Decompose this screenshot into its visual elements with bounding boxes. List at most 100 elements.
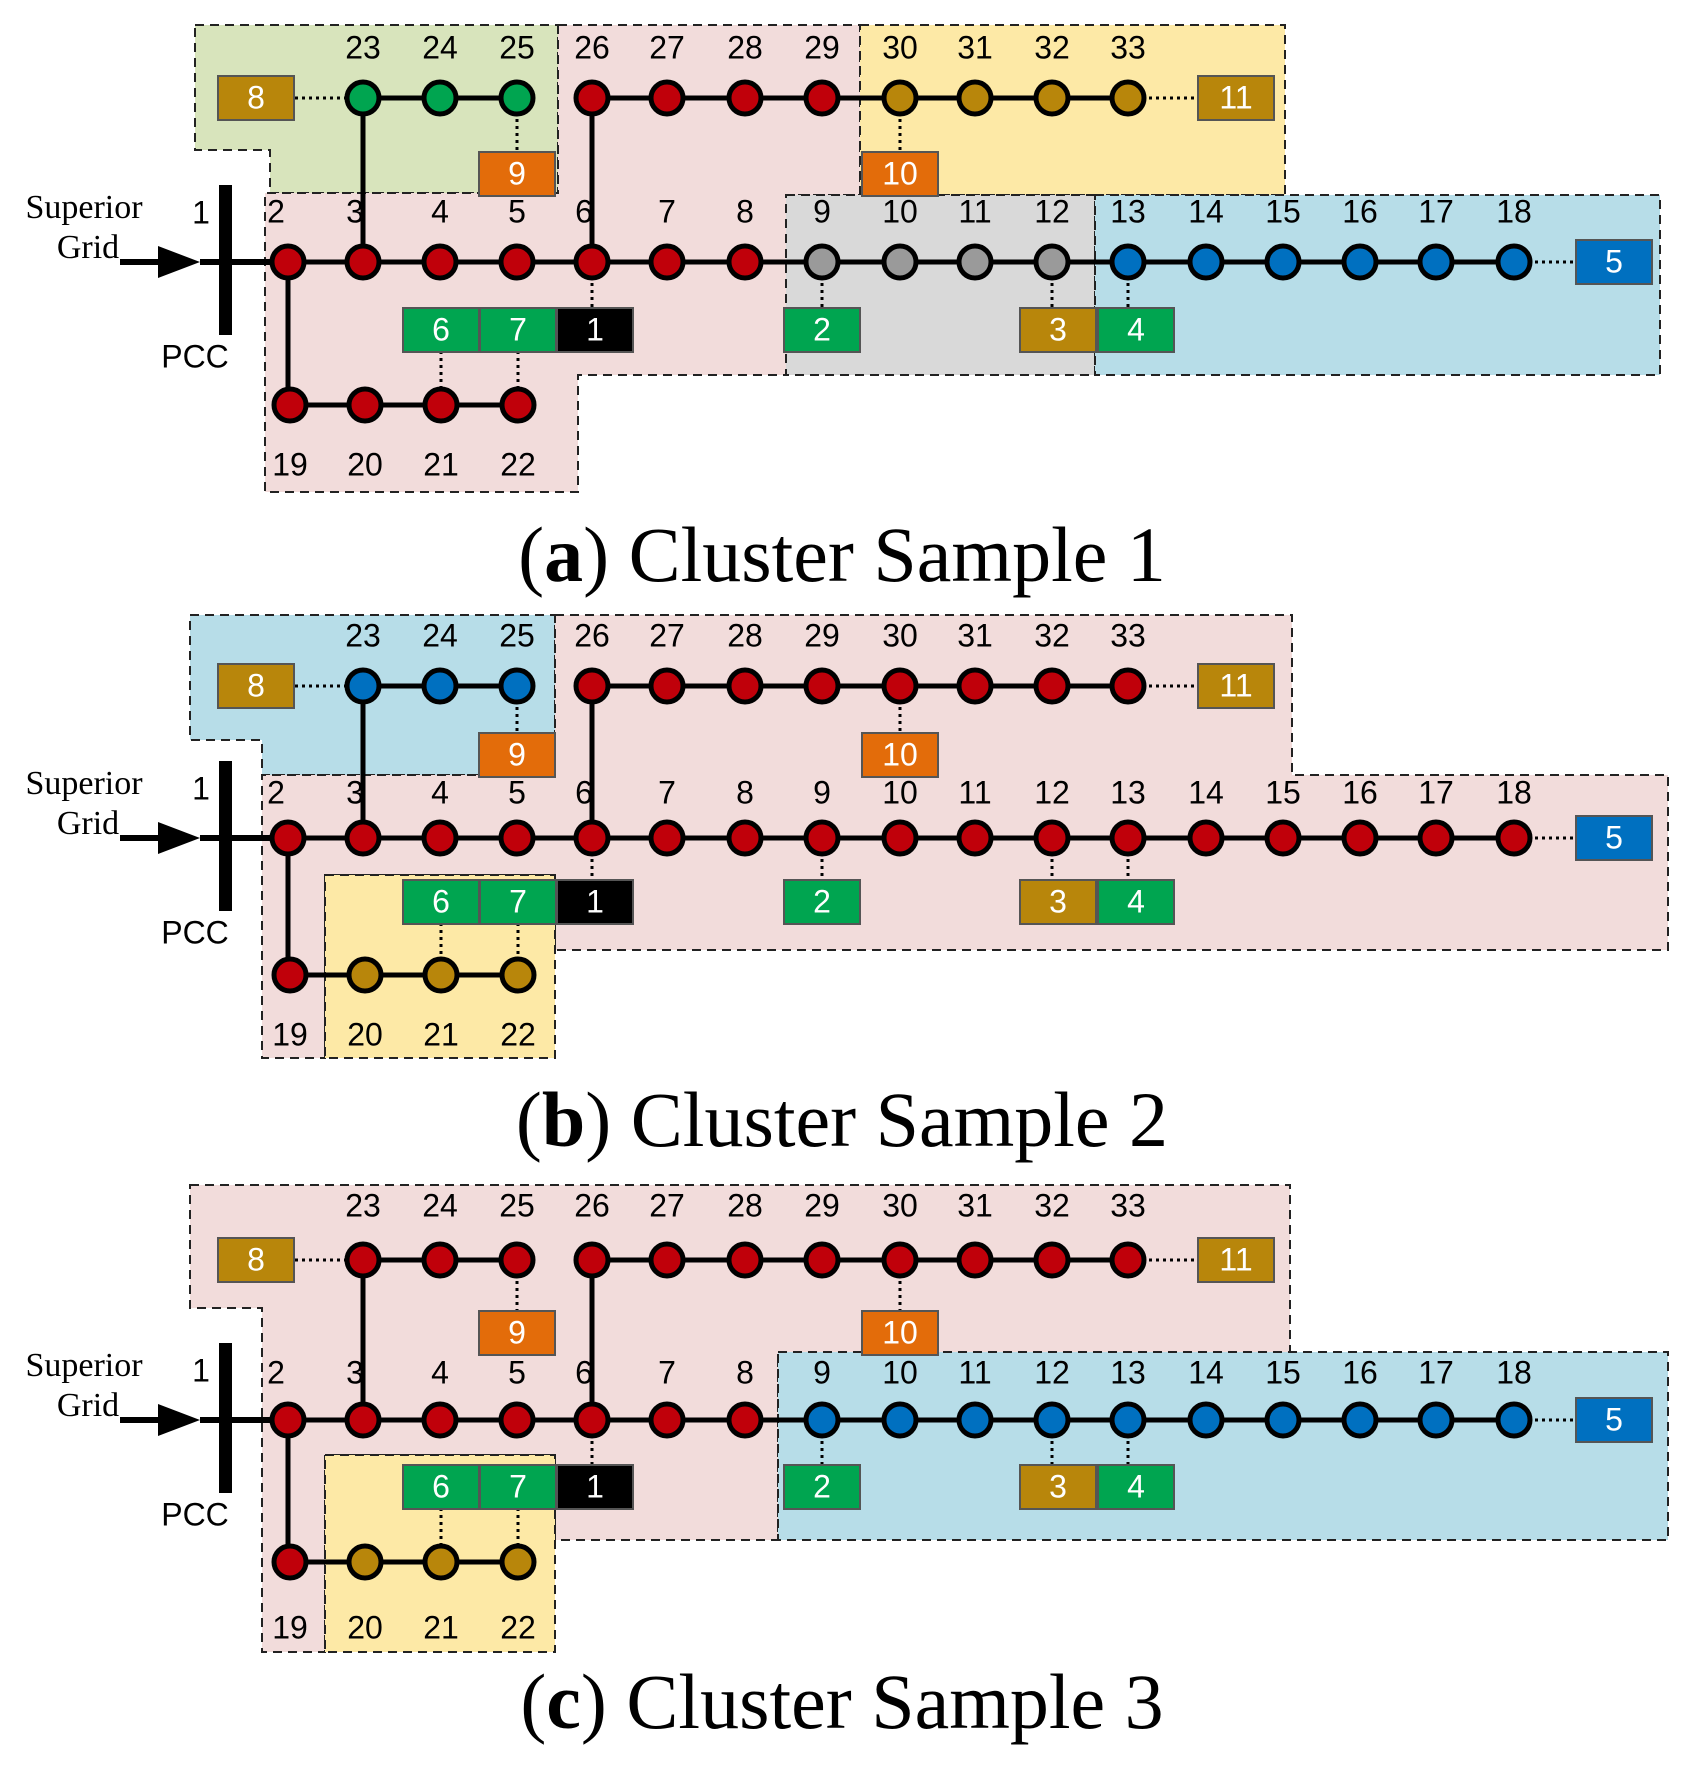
device-label: 6	[432, 311, 450, 347]
bus-node-29	[803, 79, 841, 117]
bus-number: 20	[347, 446, 383, 482]
bus-node-23	[344, 79, 382, 117]
bus-number: 14	[1188, 1354, 1224, 1390]
bus-node-15	[1264, 243, 1302, 281]
bus-number: 26	[574, 617, 610, 653]
bus-node-29	[803, 1241, 841, 1279]
bus-node-14	[1187, 243, 1225, 281]
bus-number: 25	[499, 617, 535, 653]
device-label: 8	[247, 667, 265, 703]
bus-node-8	[726, 1401, 764, 1439]
bus-number: 22	[500, 1609, 536, 1645]
bus-number: 9	[813, 1354, 831, 1390]
bus-number: 3	[346, 1354, 364, 1390]
bus-node-18	[1495, 1401, 1533, 1439]
bus-node-8	[726, 819, 764, 857]
bus-number: 1	[192, 194, 210, 230]
device-label: 4	[1127, 1468, 1145, 1504]
bus-node-12	[1033, 819, 1071, 857]
bus-number: 17	[1418, 1354, 1454, 1390]
bus-number: 18	[1496, 774, 1532, 810]
bus-number: 9	[813, 193, 831, 229]
bus-number: 21	[423, 1016, 459, 1052]
bus-number: 27	[649, 29, 685, 65]
device-d10	[861, 1310, 939, 1356]
bus-number: 24	[422, 1187, 458, 1223]
bus-number: 8	[736, 193, 754, 229]
cluster-region	[859, 24, 1286, 196]
bus-node-19	[271, 1543, 309, 1581]
bus-node-6	[573, 1401, 611, 1439]
device-d3	[1019, 1464, 1097, 1510]
bus-node-24	[421, 1241, 459, 1279]
bus-number: 5	[508, 193, 526, 229]
bus-node-11	[956, 1401, 994, 1439]
device-d9	[478, 1310, 556, 1356]
bus-node-13	[1109, 819, 1147, 857]
panel-caption: (a) Cluster Sample 1	[518, 511, 1166, 598]
device-d9	[478, 732, 556, 778]
device-d4	[1097, 1464, 1175, 1510]
bus-node-17	[1417, 1401, 1455, 1439]
bus-node-20	[346, 956, 384, 994]
superior-label: Superior	[25, 1347, 143, 1384]
bus-number: 14	[1188, 774, 1224, 810]
bus-number: 17	[1418, 193, 1454, 229]
bus-node-30	[881, 1241, 919, 1279]
bus-number: 4	[431, 1354, 449, 1390]
bus-number: 12	[1034, 1354, 1070, 1390]
device-label: 10	[882, 736, 918, 772]
device-d1	[556, 879, 634, 925]
device-d8	[217, 75, 295, 121]
bus-number: 15	[1265, 774, 1301, 810]
bus-node-7	[648, 243, 686, 281]
bus-number: 3	[346, 193, 364, 229]
device-d8	[217, 663, 295, 709]
bus-node-9	[803, 819, 841, 857]
bus-node-5	[498, 819, 536, 857]
bus-node-12	[1033, 243, 1071, 281]
bus-number: 23	[345, 29, 381, 65]
bus-number: 26	[574, 1187, 610, 1223]
bus-number: 32	[1034, 29, 1070, 65]
bus-node-13	[1109, 243, 1147, 281]
bus-node-31	[956, 79, 994, 117]
bus-node-31	[956, 667, 994, 705]
bus-node-11	[956, 819, 994, 857]
device-label: 3	[1049, 311, 1067, 347]
bus-number: 29	[804, 617, 840, 653]
bus-node-2	[269, 819, 307, 857]
bus-node-5	[498, 243, 536, 281]
bus-node-18	[1495, 243, 1533, 281]
bus-node-4	[421, 243, 459, 281]
bus-node-9	[803, 243, 841, 281]
bus-node-10	[881, 1401, 919, 1439]
device-label: 5	[1605, 1401, 1623, 1437]
bus-node-25	[498, 79, 536, 117]
bus-node-7	[648, 819, 686, 857]
pcc-label: PCC	[161, 338, 229, 374]
bus-number: 23	[345, 617, 381, 653]
bus-number: 1	[192, 1352, 210, 1388]
device-d2	[783, 307, 861, 353]
bus-number: 25	[499, 29, 535, 65]
bus-number: 2	[267, 774, 285, 810]
pcc-bar	[219, 1343, 232, 1493]
device-label: 1	[586, 1468, 604, 1504]
bus-number: 1	[192, 770, 210, 806]
bus-number: 30	[882, 617, 918, 653]
bus-node-30	[881, 79, 919, 117]
panel-caption: (b) Cluster Sample 2	[516, 1076, 1168, 1163]
bus-node-2	[269, 1401, 307, 1439]
device-d1	[556, 307, 634, 353]
bus-number: 20	[347, 1016, 383, 1052]
bus-number: 6	[575, 193, 593, 229]
grid-label: Grid	[57, 1387, 119, 1424]
bus-node-28	[726, 1241, 764, 1279]
arrow-icon	[158, 1404, 200, 1436]
grid-label: Grid	[57, 229, 119, 266]
bus-node-16	[1341, 819, 1379, 857]
bus-node-24	[421, 667, 459, 705]
device-d5	[1575, 1397, 1653, 1443]
bus-node-31	[956, 1241, 994, 1279]
